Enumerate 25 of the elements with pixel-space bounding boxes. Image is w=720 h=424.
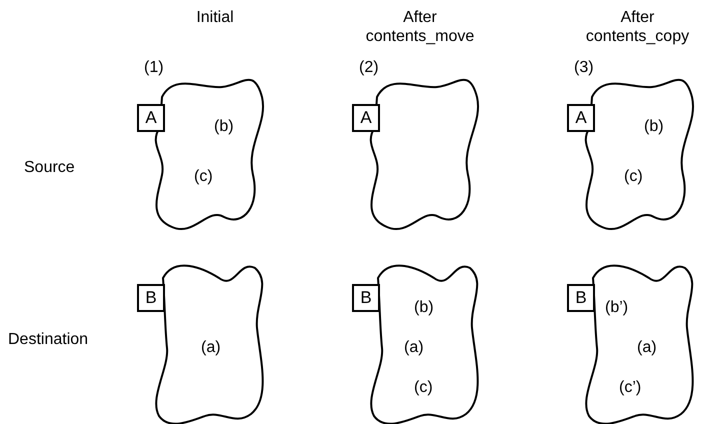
- letter-box: A: [137, 104, 165, 132]
- region-label: (a): [637, 338, 657, 357]
- step-number: (2): [359, 58, 380, 77]
- column-heading: Initial: [195, 8, 235, 27]
- region-label: (b): [214, 117, 234, 136]
- region-label: (c): [194, 167, 213, 186]
- letter-box: B: [137, 284, 165, 312]
- row-heading: Destination: [8, 330, 90, 349]
- region-label: (c): [624, 167, 643, 186]
- step-number: (3): [574, 58, 595, 77]
- region-label: (b’): [605, 298, 628, 317]
- region-label: (a): [201, 338, 221, 357]
- region-label: (a): [404, 338, 424, 357]
- column-heading: After contents_copy: [584, 8, 690, 46]
- letter-box: A: [352, 104, 380, 132]
- letter-box: B: [567, 284, 595, 312]
- region-label: (b): [644, 117, 664, 136]
- region-label: (c): [414, 378, 433, 397]
- step-number: (1): [144, 58, 165, 77]
- row-heading: Source: [24, 158, 76, 177]
- column-heading: After contents_move: [364, 8, 476, 46]
- region-label: (c’): [619, 378, 642, 397]
- region-label: (b): [414, 298, 434, 317]
- letter-box: A: [567, 104, 595, 132]
- letter-box: B: [352, 284, 380, 312]
